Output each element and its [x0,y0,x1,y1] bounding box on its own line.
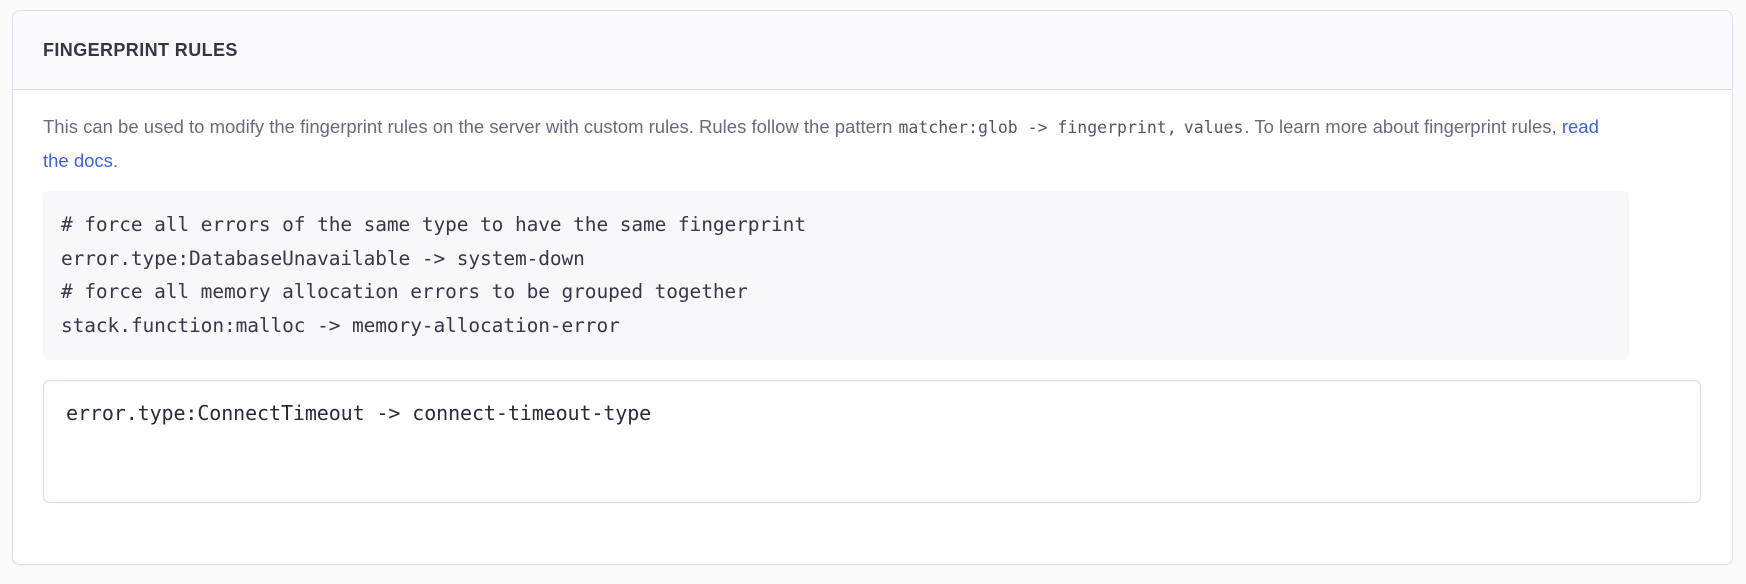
code-line: # force all errors of the same type to h… [61,213,806,236]
read-the-docs-link[interactable]: read the docs [43,116,1599,171]
page-title: FINGERPRINT RULES [43,39,238,60]
fingerprint-rules-input[interactable] [43,380,1701,503]
panel-header: FINGERPRINT RULES [13,11,1732,90]
panel-body: This can be used to modify the fingerpri… [13,90,1732,508]
example-rules-code-block: # force all errors of the same type to h… [43,191,1629,360]
panel-description: This can be used to modify the fingerpri… [43,110,1613,177]
inline-code-values: values [1183,118,1244,137]
fingerprint-rules-panel: FINGERPRINT RULES This can be used to mo… [12,10,1733,565]
inline-code-pattern: matcher:glob -> fingerprint, [898,118,1177,137]
description-text-part1: This can be used to modify the fingerpri… [43,116,898,137]
code-line: # force all memory allocation errors to … [61,280,748,303]
code-line: stack.function:malloc -> memory-allocati… [61,313,620,337]
description-text-part2: . To learn more about fingerprint rules, [1244,116,1562,137]
description-text-part3: . [112,150,119,171]
code-line: error.type:DatabaseUnavailable -> system… [61,246,585,270]
